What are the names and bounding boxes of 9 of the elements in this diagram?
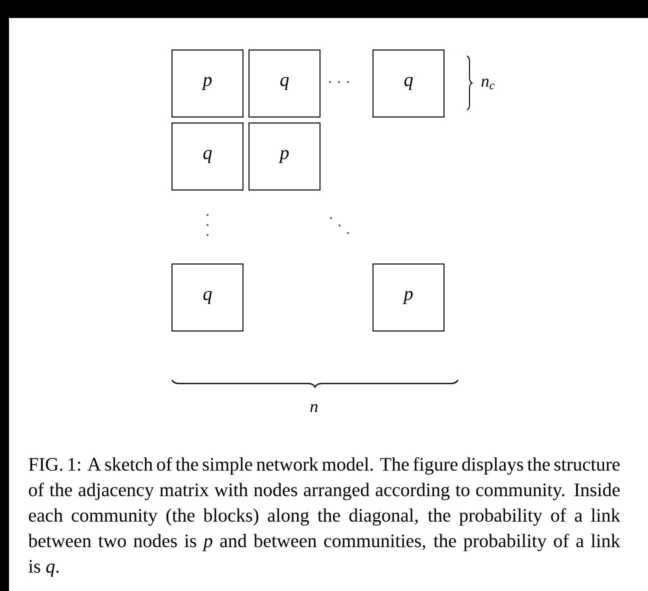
matrix-block: q [372, 50, 444, 118]
matrix-block: p [248, 122, 320, 190]
matrix-block: p [372, 264, 444, 332]
math-label: n [310, 404, 318, 412]
matrix-block: q [248, 50, 320, 118]
matrix-block: q [172, 264, 244, 332]
math-label: n$_{c}$ [481, 78, 495, 90]
matrix-block: q [172, 122, 244, 190]
matrix-block: p [172, 50, 244, 118]
